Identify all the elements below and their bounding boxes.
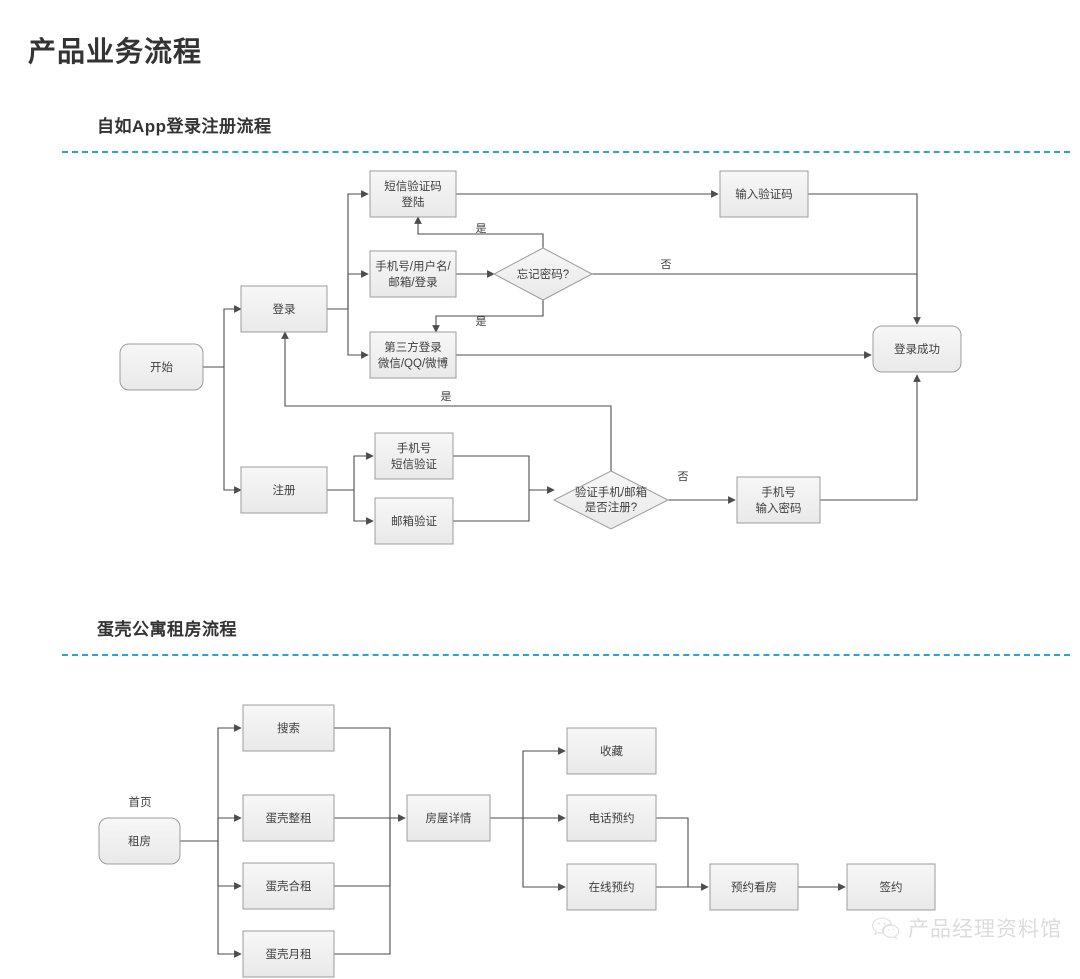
node-label-line2: 输入密码 (756, 501, 802, 515)
home-label: 首页 (129, 795, 152, 809)
node-view-house[interactable]: 预约看房 (709, 863, 799, 911)
node-label: 蛋壳月租 (266, 947, 312, 961)
node-label-line1: 验证手机/邮箱 (575, 485, 647, 499)
watermark: 产品经理资料馆 (871, 913, 1062, 943)
node-check-reg[interactable]: 验证手机/邮箱 是否注册? (552, 470, 670, 530)
node-pwd-login[interactable]: 手机号/用户名/ 邮箱/登录 (369, 250, 457, 298)
node-label: 签约 (880, 880, 903, 894)
section-title-rent-flow: 蛋壳公寓租房流程 (97, 620, 237, 639)
section-divider-login-register (62, 151, 1070, 153)
section-title-login-register: 自如App登录注册流程 (97, 117, 272, 136)
node-sign[interactable]: 签约 (846, 863, 936, 911)
node-phone-book[interactable]: 电话预约 (566, 794, 657, 842)
edges-login-register (203, 190, 921, 525)
edge-label-yes-login: 是 (441, 390, 452, 403)
node-email-verify[interactable]: 邮箱验证 (374, 497, 454, 545)
node-label: 电话预约 (589, 811, 635, 825)
node-label-line1: 手机号/用户名/ (375, 259, 451, 273)
watermark-text: 产品经理资料馆 (908, 917, 1062, 941)
node-start[interactable]: 开始 (119, 343, 204, 391)
node-phone-pwd[interactable]: 手机号 输入密码 (736, 476, 821, 524)
node-rent[interactable]: 租房 (98, 817, 181, 865)
node-share-rent[interactable]: 蛋壳合租 (242, 862, 335, 910)
edge-label-no-reg: 否 (678, 471, 689, 483)
node-online-book[interactable]: 在线预约 (566, 863, 657, 911)
node-label-line1: 手机号 (397, 441, 432, 455)
node-label: 收藏 (600, 744, 623, 758)
node-label: 房屋详情 (426, 811, 472, 825)
node-label: 注册 (273, 483, 296, 497)
node-login-ok[interactable]: 登录成功 (872, 325, 962, 373)
node-label-line2: 是否注册? (585, 500, 637, 514)
node-month-rent[interactable]: 蛋壳月租 (242, 930, 335, 978)
node-search[interactable]: 搜索 (242, 704, 335, 752)
section-divider-rent-flow (62, 654, 1070, 656)
wechat-icon (872, 917, 900, 940)
node-label: 输入验证码 (735, 187, 793, 201)
node-label-line1: 手机号 (761, 485, 796, 499)
node-whole-rent[interactable]: 蛋壳整租 (242, 794, 335, 842)
node-sms-login[interactable]: 短信验证码 登陆 (369, 170, 457, 218)
node-label: 开始 (150, 360, 173, 374)
node-label: 搜索 (277, 721, 300, 735)
node-input-code[interactable]: 输入验证码 (719, 170, 809, 218)
node-register[interactable]: 注册 (240, 466, 328, 514)
node-phone-sms[interactable]: 手机号 短信验证 (374, 432, 454, 480)
node-label: 在线预约 (589, 880, 635, 894)
node-login[interactable]: 登录 (240, 285, 328, 333)
node-third-login[interactable]: 第三方登录 微信/QQ/微博 (369, 331, 457, 379)
page-title: 产品业务流程 (28, 36, 203, 67)
node-label: 登录 (273, 302, 296, 316)
node-label: 蛋壳合租 (266, 879, 312, 893)
node-label: 邮箱验证 (391, 514, 437, 528)
edges-rent-flow (180, 724, 846, 958)
node-label-line1: 短信验证码 (384, 179, 442, 193)
node-label-line2: 邮箱/登录 (388, 275, 437, 289)
node-label-line2: 短信验证 (391, 457, 437, 471)
node-favorite[interactable]: 收藏 (566, 727, 657, 775)
node-forgot-pwd[interactable]: 忘记密码? (492, 247, 594, 301)
node-label: 登录成功 (894, 342, 940, 356)
node-label-line1: 第三方登录 (384, 340, 442, 354)
node-label-line2: 登陆 (402, 195, 425, 209)
node-house-detail[interactable]: 房屋详情 (406, 794, 491, 842)
node-label: 租房 (128, 835, 151, 848)
edge-label-yes-third: 是 (476, 315, 487, 328)
edge-label-no-forgot: 否 (661, 259, 672, 271)
edge-label-yes-sms: 是 (476, 222, 487, 235)
node-label: 忘记密码? (517, 267, 569, 281)
node-label: 预约看房 (731, 880, 777, 894)
node-label: 蛋壳整租 (266, 811, 312, 825)
node-label-line2: 微信/QQ/微博 (378, 356, 449, 370)
